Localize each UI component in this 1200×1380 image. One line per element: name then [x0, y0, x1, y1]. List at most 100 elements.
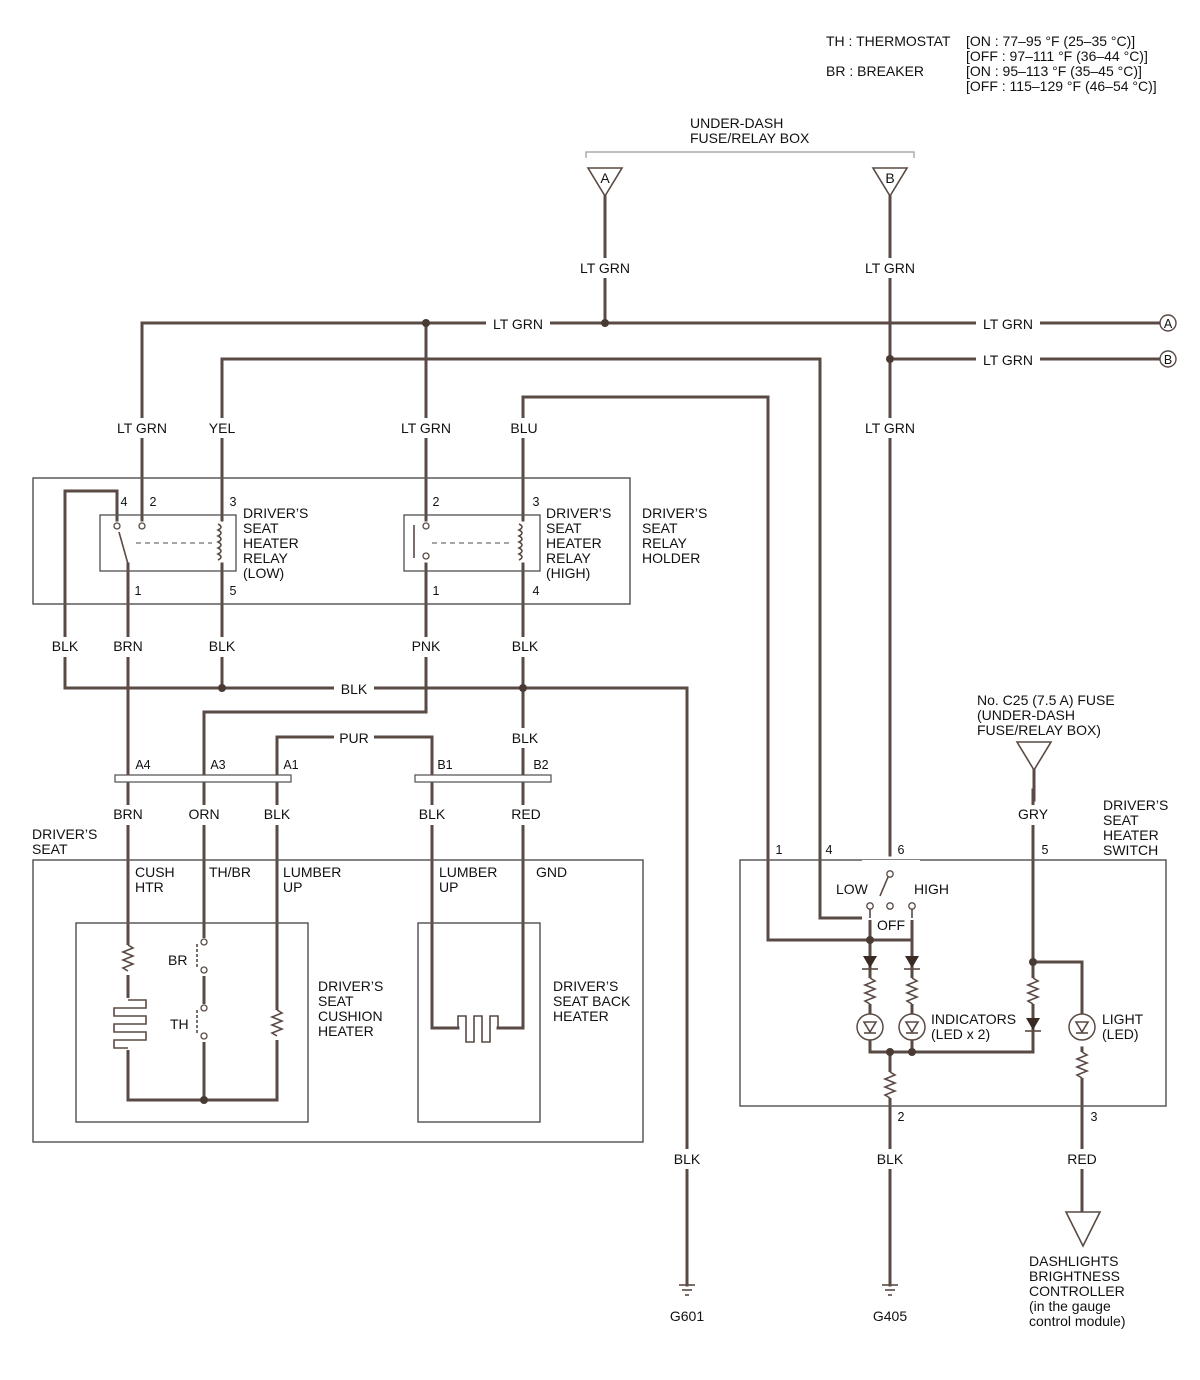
relay-high: 2 3 1 4 DRIVER’S SEAT HEATER RELAY (HIGH…: [403, 495, 611, 598]
label-backing: [397, 418, 455, 438]
label-backing: [667, 1149, 707, 1169]
back-label-3: HEATER: [553, 1008, 609, 1024]
cushion-resistor: [120, 944, 136, 972]
wire-label-blk: BLK: [512, 638, 539, 654]
relay-high-contact: [422, 552, 430, 560]
low-led-icon: [856, 1013, 884, 1041]
seat-heater-switch: DRIVER’S SEAT HEATER SWITCH 1 4 6 5 2 3 …: [739, 797, 1168, 1124]
fuse-c25-label-1: No. C25 (7.5 A) FUSE: [977, 692, 1115, 708]
legend-th-off: [OFF : 97–111 °F (36–44 °C)]: [966, 48, 1148, 64]
light-resistor: [1074, 1051, 1090, 1079]
light-label-2: (LED): [1102, 1026, 1139, 1042]
connector-a-block: [114, 774, 292, 783]
wire-label-red: RED: [511, 806, 541, 822]
low-diode-icon: [863, 956, 877, 968]
label-backing: [334, 728, 374, 748]
relay-high-pin4: 4: [533, 584, 540, 598]
selector-common: [886, 870, 894, 878]
selector-high-contact: [908, 902, 916, 910]
relay-low-pin2: 2: [150, 495, 157, 509]
dashlights-controller: DASHLIGHTS BRIGHTNESS CONTROLLER (in the…: [1029, 1211, 1126, 1329]
cushion-label-3: CUSHION: [318, 1008, 383, 1024]
label-backing: [203, 637, 241, 657]
relay-high-contact: [422, 522, 430, 530]
legend-br-label: BR : BREAKER: [826, 63, 924, 79]
fuse-c25-label-3: FUSE/RELAY BOX): [977, 722, 1101, 738]
offpage-connectors: A B: [1159, 314, 1177, 368]
wire-label-blk: BLK: [52, 638, 79, 654]
label-backing: [861, 418, 919, 438]
fuse-box-title-1: UNDER-DASH: [690, 115, 783, 131]
switch-label-4: SWITCH: [1103, 842, 1158, 858]
lumber-up-1b: UP: [283, 879, 302, 895]
connector-a4: A4: [135, 758, 150, 772]
wire-label-blk: BLK: [209, 638, 236, 654]
switch-off: OFF: [877, 917, 905, 933]
seat-label-1: DRIVER’S: [32, 826, 97, 842]
relay-holder: DRIVER’S SEAT RELAY HOLDER 4 2 3 1 5 DRI…: [32, 477, 707, 605]
dashlights-label-3: CONTROLLER: [1029, 1283, 1125, 1299]
wire-label-lt-grn: LT GRN: [865, 260, 915, 276]
terminal-a-triangle: [586, 167, 624, 198]
cushion-label-4: HEATER: [318, 1023, 374, 1039]
junction-dot: [422, 319, 430, 327]
relay-low-label-3: HEATER: [243, 535, 299, 551]
terminal-b-triangle: [871, 167, 909, 198]
label-backing: [204, 418, 240, 438]
junction-dot: [519, 684, 527, 692]
label-backing: [505, 637, 545, 657]
relay-high-label-3: HEATER: [546, 535, 602, 551]
relay-holder-label-2: SEAT: [642, 520, 678, 536]
ground-g405: G405: [873, 1308, 907, 1324]
terminal-b-label: B: [885, 170, 894, 186]
relay-low-label-5: (LOW): [243, 565, 284, 581]
gnd-label: GND: [536, 864, 567, 880]
wire-label-lt-grn: LT GRN: [983, 352, 1033, 368]
cushion-label-2: SEAT: [318, 993, 354, 1009]
lumber-up-1a: LUMBER: [283, 864, 341, 880]
label-backing: [109, 637, 147, 657]
relay-low-label-1: DRIVER’S: [243, 505, 308, 521]
gap: [862, 860, 920, 920]
relay-low-pin3: 3: [230, 495, 237, 509]
low-indicator-resistor: [862, 977, 878, 1005]
offpage-a-circle: [1159, 314, 1177, 332]
dashlights-label-4: (in the gauge: [1029, 1298, 1111, 1314]
label-backing: [113, 418, 171, 438]
switch-label-2: SEAT: [1103, 812, 1139, 828]
fuse-c25-triangle: [1015, 741, 1053, 772]
ground-g601: G601: [670, 1308, 704, 1324]
indicators-label-1: INDICATORS: [931, 1011, 1016, 1027]
switch-pin1: 1: [776, 843, 783, 857]
relay-low-box: [99, 514, 237, 572]
wire-label-red: RED: [1067, 1151, 1097, 1167]
switch-pin4: 4: [826, 843, 833, 857]
relay-high-pin3: 3: [533, 495, 540, 509]
relay-low-label-2: SEAT: [243, 520, 279, 536]
lumber-up-2b: UP: [439, 879, 458, 895]
wire-network: [63, 194, 1162, 1287]
relay-low: 4 2 3 1 5 DRIVER’S SEAT HEATER RELAY (LO…: [99, 495, 308, 598]
th-label: TH: [170, 1016, 189, 1032]
wire-blk-bus: [63, 686, 689, 1287]
back-label-2: SEAT BACK: [553, 993, 631, 1009]
switch-pin6: 6: [898, 843, 905, 857]
relay-high-coil: [517, 523, 523, 561]
label-backing: [505, 728, 545, 748]
switch-pin3: 3: [1091, 1110, 1098, 1124]
label-backing: [257, 805, 297, 825]
selector-low-contact: [866, 902, 874, 910]
seat-connector: A4 A3 A1 B1 B2: [114, 758, 552, 783]
th-contact: [200, 1032, 208, 1040]
back-heater-box: [417, 922, 541, 1123]
label-backing: [576, 258, 634, 278]
fuse-c25: No. C25 (7.5 A) FUSE (UNDER-DASH FUSE/RE…: [977, 692, 1115, 802]
gry-diode-icon: [1026, 1018, 1040, 1030]
indicators-label-2: (LED x 2): [931, 1026, 990, 1042]
relay-high-pin1: 1: [433, 584, 440, 598]
cush-htr-2: HTR: [135, 879, 164, 895]
wire-labels: LT GRN LT GRN LT GRN LT GRN LT GRN LT GR…: [46, 258, 1102, 1169]
terminal-a-label: A: [600, 170, 610, 186]
switch-high: HIGH: [914, 881, 949, 897]
